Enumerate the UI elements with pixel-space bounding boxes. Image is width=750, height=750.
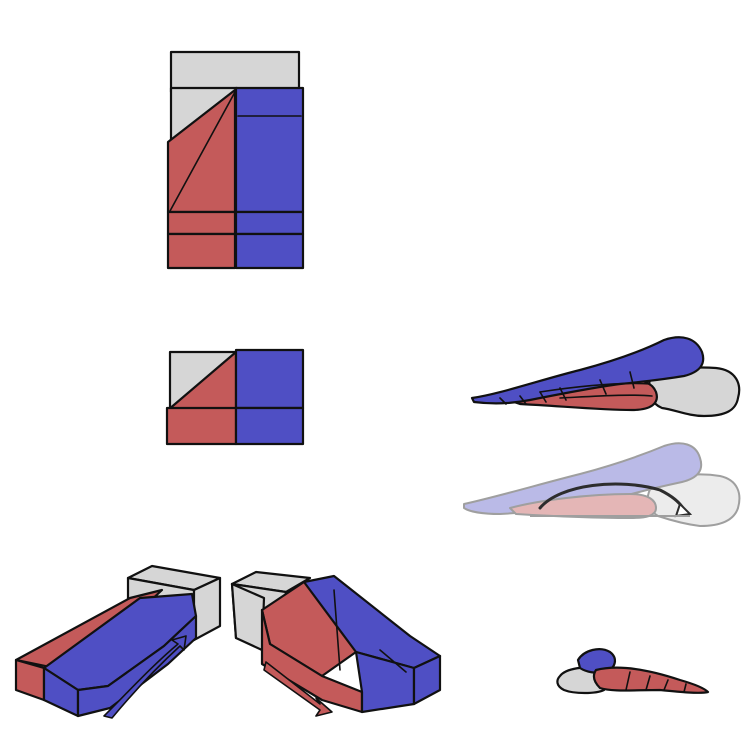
- blue-band-low: [234, 232, 305, 270]
- blue-column: [234, 348, 305, 410]
- foot-block-right: [230, 570, 442, 717]
- ridge-diagonal: [333, 589, 341, 671]
- gray-cap: [169, 50, 301, 94]
- foot-bones-ghost-arch: [463, 442, 741, 527]
- blue-band-mid: [234, 210, 305, 236]
- red-ramp-front: [14, 658, 46, 702]
- calcaneus: [647, 366, 741, 418]
- ridge-crease: [379, 649, 407, 673]
- down-arrow: [263, 661, 333, 717]
- blue-talus: [576, 648, 616, 674]
- foot-block-left: [14, 564, 222, 719]
- red-band-low: [166, 232, 237, 270]
- blue-column-upper: [234, 86, 305, 214]
- red-wedge-diagonal: [169, 91, 236, 212]
- bone-detail-lines: [539, 382, 653, 399]
- blue-ramp-side: [76, 614, 198, 718]
- up-arrow: [103, 635, 187, 719]
- block-diagram-small: [165, 348, 305, 446]
- ghost-heel: [646, 473, 741, 527]
- toe-segments: [499, 371, 635, 405]
- blue-base: [234, 406, 305, 446]
- gray-heel-side: [192, 576, 222, 642]
- block-diagram-top: [166, 50, 305, 270]
- blue-ridge-side: [412, 654, 442, 706]
- red-base: [165, 406, 238, 446]
- red-toes: [592, 666, 710, 694]
- toe-joint-lines: [625, 671, 687, 693]
- red-band-mid: [166, 210, 237, 236]
- medial-bones: [470, 336, 705, 405]
- arch-arrow: [538, 482, 686, 512]
- foot-bones-small: [556, 648, 710, 695]
- foot-bones-side: [470, 336, 741, 418]
